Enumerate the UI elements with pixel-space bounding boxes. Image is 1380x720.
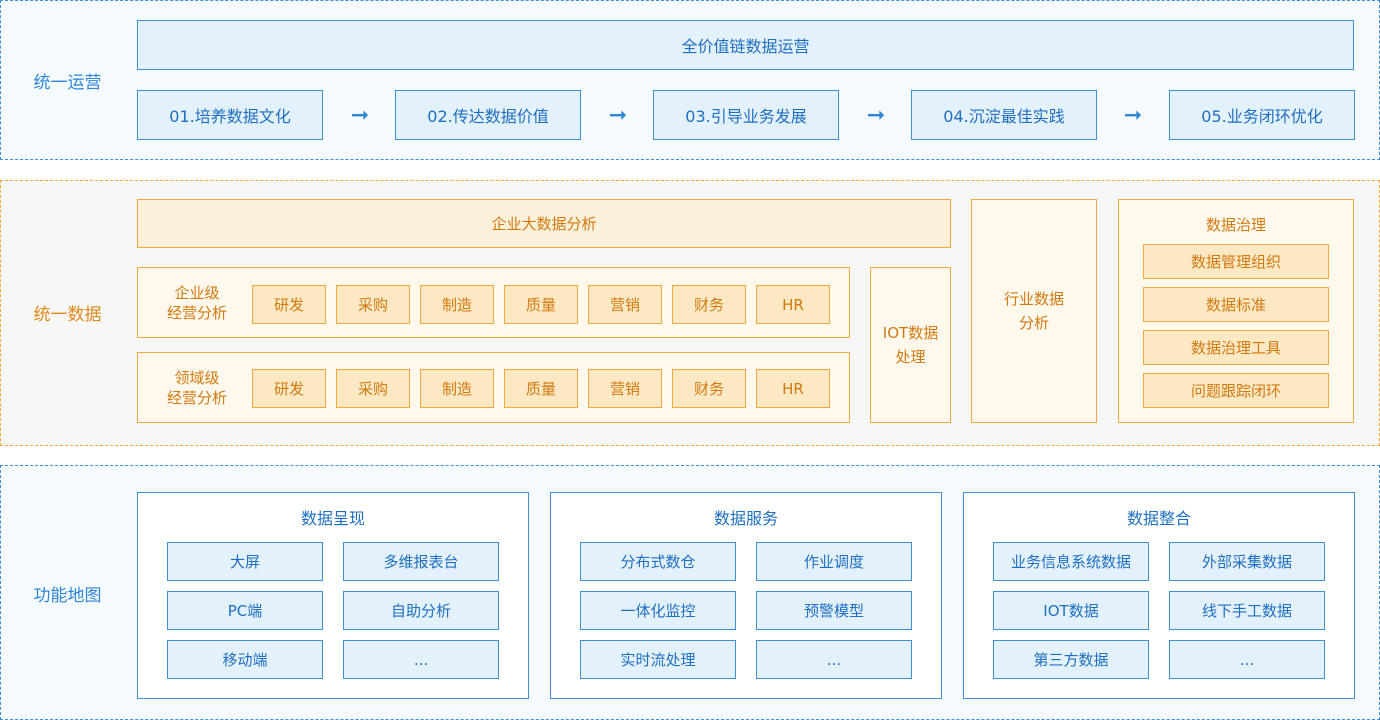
func-item: ... <box>1169 640 1325 679</box>
func-item: 外部采集数据 <box>1169 542 1325 581</box>
arrow-right-icon: ➞ <box>350 102 370 128</box>
row2-item-hr: HR <box>756 369 830 408</box>
arrow-right-icon: ➞ <box>1123 102 1143 128</box>
arrow-right-icon: ➞ <box>866 102 886 128</box>
governance-item-org: 数据管理组织 <box>1143 244 1329 279</box>
func-item: ... <box>756 640 912 679</box>
func-item: 自助分析 <box>343 591 499 630</box>
ops-banner: 全价值链数据运营 <box>137 20 1354 70</box>
row1-item-rd: 研发 <box>252 285 326 324</box>
ops-step-3: 03.引导业务发展 <box>653 90 839 140</box>
func-item: 大屏 <box>167 542 323 581</box>
data-banner: 企业大数据分析 <box>137 199 951 248</box>
iot-processing-box: IOT数据 处理 <box>870 267 951 423</box>
func-item: 作业调度 <box>756 542 912 581</box>
row2-item-finance: 财务 <box>672 369 746 408</box>
func-item: 移动端 <box>167 640 323 679</box>
row2-item-manufacture: 制造 <box>420 369 494 408</box>
row1-item-purchase: 采购 <box>336 285 410 324</box>
enterprise-analysis-label: 企业级 经营分析 <box>166 284 227 322</box>
row1-item-hr: HR <box>756 285 830 324</box>
industry-analysis-box: 行业数据 分析 <box>971 199 1097 423</box>
func-item: IOT数据 <box>993 591 1149 630</box>
row2-item-purchase: 采购 <box>336 369 410 408</box>
row1-item-finance: 财务 <box>672 285 746 324</box>
governance-item-standard: 数据标准 <box>1143 287 1329 322</box>
func-item: ... <box>343 640 499 679</box>
ops-step-2: 02.传达数据价值 <box>395 90 581 140</box>
func-item: PC端 <box>167 591 323 630</box>
func-item: 一体化监控 <box>580 591 736 630</box>
ops-section-label: 统一运营 <box>33 72 102 93</box>
func-item: 第三方数据 <box>993 640 1149 679</box>
arrow-right-icon: ➞ <box>608 102 628 128</box>
func-item: 预警模型 <box>756 591 912 630</box>
func-item: 实时流处理 <box>580 640 736 679</box>
func-item: 多维报表台 <box>343 542 499 581</box>
func-section-label: 功能地图 <box>33 585 102 606</box>
governance-item-tools: 数据治理工具 <box>1143 330 1329 365</box>
data-section-label: 统一数据 <box>33 304 102 325</box>
ops-step-4: 04.沉淀最佳实践 <box>911 90 1097 140</box>
row1-item-marketing: 营销 <box>588 285 662 324</box>
row2-item-marketing: 营销 <box>588 369 662 408</box>
row2-item-quality: 质量 <box>504 369 578 408</box>
func-group-integration-title: 数据整合 <box>1126 509 1191 528</box>
func-item: 分布式数仓 <box>580 542 736 581</box>
func-item: 线下手工数据 <box>1169 591 1325 630</box>
row1-item-manufacture: 制造 <box>420 285 494 324</box>
governance-item-tracking: 问题跟踪闭环 <box>1143 373 1329 408</box>
func-group-presentation-title: 数据呈现 <box>300 509 365 528</box>
governance-title: 数据治理 <box>1205 216 1266 234</box>
ops-step-5: 05.业务闭环优化 <box>1169 90 1355 140</box>
ops-step-1: 01.培养数据文化 <box>137 90 323 140</box>
func-item: 业务信息系统数据 <box>993 542 1149 581</box>
row1-item-quality: 质量 <box>504 285 578 324</box>
row2-item-rd: 研发 <box>252 369 326 408</box>
domain-analysis-label: 领域级 经营分析 <box>166 369 227 407</box>
func-group-services-title: 数据服务 <box>713 509 778 528</box>
